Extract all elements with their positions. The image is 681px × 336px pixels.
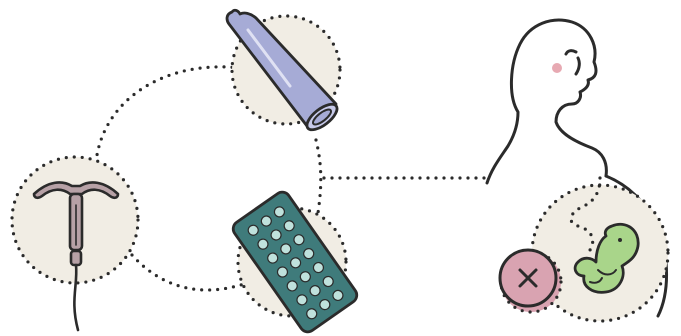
iud-group [12,157,138,330]
condom-group [227,10,341,134]
womb-group [500,178,668,321]
cheek-icon [552,63,562,73]
pill-pack-group [230,189,360,335]
